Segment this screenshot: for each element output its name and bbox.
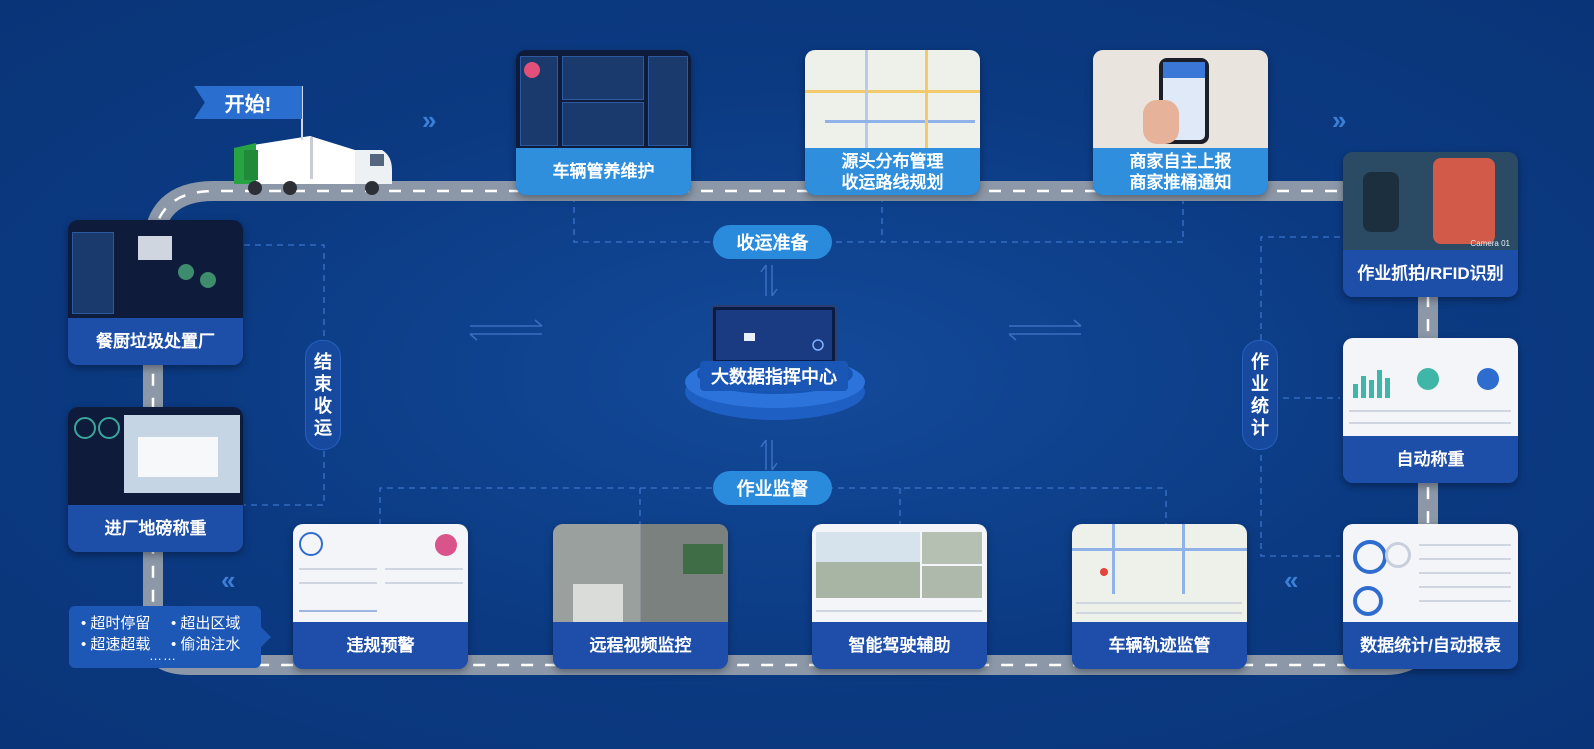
card-disposal-plant[interactable]: 餐厨垃圾处置厂 — [68, 220, 243, 365]
card-driving-assist[interactable]: 智能驾驶辅助 — [812, 524, 987, 669]
card-label: 远程视频监控 — [553, 622, 728, 669]
hub-collection-prep[interactable]: 收运准备 — [713, 225, 832, 259]
card-merchant-report[interactable]: 商家自主上报商家推桶通知 — [1093, 50, 1268, 195]
chevron-left-icon: « — [221, 565, 236, 595]
card-source-routing[interactable]: 源头分布管理收运路线规划 — [805, 50, 980, 195]
side-label-operation-stats: 作 业 统 计 — [1242, 340, 1278, 450]
card-label: 进厂地磅称重 — [68, 505, 243, 552]
card-weighbridge[interactable]: 进厂地磅称重 — [68, 407, 243, 552]
card-label: 车辆轨迹监管 — [1072, 622, 1247, 669]
card-label: 数据统计/自动报表 — [1343, 622, 1518, 669]
garbage-truck — [234, 136, 392, 195]
card-data-report[interactable]: 数据统计/自动报表 — [1343, 524, 1518, 669]
more-ellipsis: …… — [149, 648, 177, 663]
chevron-right-icon: » — [422, 105, 437, 135]
report-screenshot — [1343, 524, 1518, 622]
camera-screenshot: Camera 01 — [1343, 152, 1518, 250]
weighing-dashboard-screenshot — [1343, 338, 1518, 436]
plant-screenshot — [68, 220, 243, 318]
side-label-end-collection: 结 束 收 运 — [305, 340, 341, 450]
tooltip-pointer — [261, 627, 271, 647]
card-track-monitoring[interactable]: 车辆轨迹监管 — [1072, 524, 1247, 669]
route-map-screenshot — [805, 50, 980, 148]
violation-item: • 超速超载 — [81, 636, 151, 653]
violation-item: • 偷油注水 — [171, 636, 241, 653]
card-label: 车辆管养维护 — [516, 148, 691, 195]
card-remote-video[interactable]: 远程视频监控 — [553, 524, 728, 669]
dashcam-screenshot — [812, 524, 987, 622]
hub-operation-supervision[interactable]: 作业监督 — [713, 471, 832, 505]
card-label: 违规预警 — [293, 622, 468, 669]
alert-dashboard-screenshot — [293, 524, 468, 622]
card-label: 商家自主上报商家推桶通知 — [1093, 148, 1268, 195]
card-label: 自动称重 — [1343, 436, 1518, 483]
card-auto-weighing[interactable]: 自动称重 — [1343, 338, 1518, 483]
card-vehicle-maintenance[interactable]: 车辆管养维护 — [516, 50, 691, 195]
card-rfid-capture[interactable]: Camera 01 作业抓拍/RFID识别 — [1343, 152, 1518, 297]
card-label: 源头分布管理收运路线规划 — [805, 148, 980, 195]
card-label: 作业抓拍/RFID识别 — [1343, 250, 1518, 297]
hub-big-data-command-center[interactable]: 大数据指挥中心 — [700, 361, 848, 391]
dashboard-screenshot — [516, 50, 691, 148]
track-map-screenshot — [1072, 524, 1247, 622]
card-label: 餐厨垃圾处置厂 — [68, 318, 243, 365]
weighbridge-screenshot — [68, 407, 243, 505]
start-flag: 开始! — [194, 86, 302, 119]
card-violation-alert[interactable]: 违规预警 — [293, 524, 468, 669]
chevron-left-icon: « — [1284, 565, 1299, 595]
card-label: 智能驾驶辅助 — [812, 622, 987, 669]
violation-item: • 超出区域 — [171, 615, 241, 632]
violation-item: • 超时停留 — [81, 615, 151, 632]
violation-types-tooltip: • 超时停留 • 超出区域 • 超速超载 • 偷油注水 …… — [69, 606, 261, 668]
center-arrows — [469, 264, 1082, 471]
chevron-right-icon: » — [1332, 105, 1347, 135]
phone-screenshot — [1093, 50, 1268, 148]
video-screenshot — [553, 524, 728, 622]
